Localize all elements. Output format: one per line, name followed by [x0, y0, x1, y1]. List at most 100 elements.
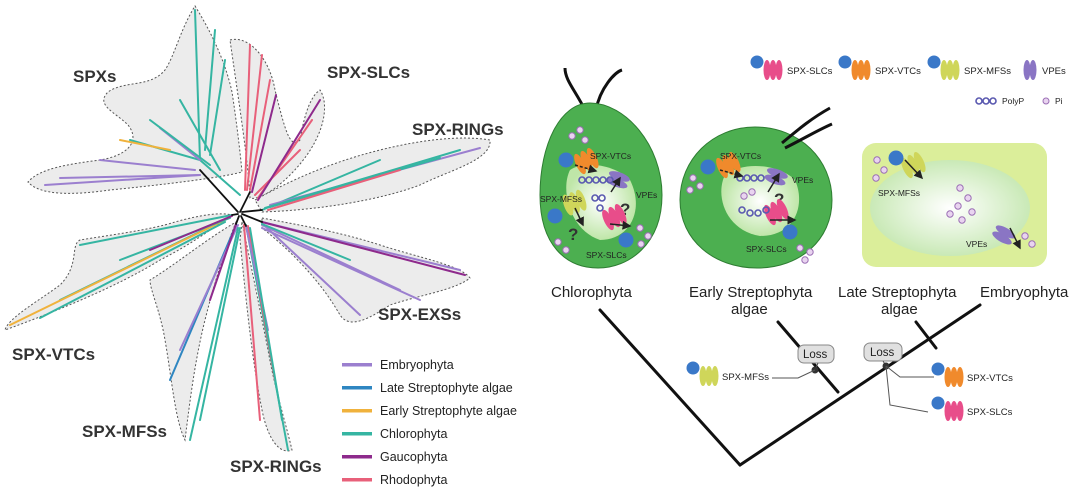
legend-swatch-rhodophyta	[342, 478, 372, 482]
branch	[79, 214, 233, 246]
spx-domain	[888, 150, 904, 166]
clade-label-spx-rings-top: SPX-RINGs	[412, 120, 504, 139]
branch	[261, 221, 466, 276]
species-tree	[598, 303, 982, 467]
spx-domain	[931, 396, 945, 410]
clade-label-spx-exss: SPX-EXSs	[378, 305, 461, 324]
branch	[257, 99, 321, 201]
arrow	[610, 176, 621, 193]
polyp-chain	[578, 176, 614, 212]
spx-domain	[931, 362, 945, 376]
key-label-vtc: SPX-VTCs	[875, 66, 921, 77]
backbone	[199, 169, 239, 213]
group-label-early: Early Streptophyta	[689, 284, 813, 301]
pi-dots	[872, 156, 1036, 248]
legend-item: Gaucophyta	[342, 450, 447, 464]
chlorophyta-cell: SPX-VTCs SPX-MFSs ? VPEs ? SPX-SLCs	[539, 67, 663, 269]
clade-label-spx-mfss: SPX-MFSs	[82, 422, 167, 441]
branch	[179, 99, 221, 171]
vpe-transporter	[992, 225, 1016, 245]
key-vpe: VPEs	[1023, 60, 1066, 80]
branch	[99, 159, 196, 171]
branch	[251, 94, 277, 193]
branch	[249, 227, 283, 421]
legend-item: Chlorophyta	[342, 427, 447, 441]
key-label-vpe: VPEs	[1042, 66, 1066, 77]
branch	[189, 227, 239, 441]
legend-item: Late Streptophyte algae	[342, 381, 513, 395]
loss-label: Loss	[870, 347, 895, 359]
legend-item: Rhodophyta	[342, 473, 447, 487]
label-mfs: SPX-MFSs	[878, 188, 920, 198]
branch	[209, 59, 226, 156]
vtc-transporter	[716, 151, 741, 179]
legend-item: Embryophyta	[342, 358, 454, 372]
key-label-polyp: PolyP	[1002, 96, 1025, 106]
key-label-mfs: SPX-MFSs	[964, 66, 1011, 77]
clade-label-spxs: SPXs	[73, 67, 116, 86]
loss2-item-vtc: SPX-VTCs	[967, 373, 1013, 384]
legend-label: Late Streptophyte algae	[380, 381, 513, 395]
branch	[261, 227, 421, 301]
legend-label: Early Streptophyte algae	[380, 404, 517, 418]
arrow	[1009, 227, 1021, 250]
arrow	[609, 220, 632, 230]
backbone	[235, 215, 240, 225]
hull-spx-exss	[261, 217, 471, 323]
key-slc: SPX-SLCs	[750, 55, 833, 80]
mfs-transporter	[562, 189, 587, 216]
label-vpe: VPEs	[966, 239, 987, 249]
branch	[264, 149, 461, 209]
legend-label: Rhodophyta	[380, 473, 447, 487]
spx-domain	[700, 159, 716, 175]
hull-spx-rings-bottom	[239, 221, 293, 452]
early-streptophyta-cell: SPX-VTCs VPEs ? SPX-SLCs	[679, 106, 833, 269]
clade-label-spx-vtcs: SPX-VTCs	[12, 345, 95, 364]
arrow	[719, 169, 744, 179]
group-label-early-2: algae	[731, 301, 768, 318]
label-vpe: VPEs	[792, 175, 813, 185]
loss-label: Loss	[803, 349, 828, 361]
pi-dots	[686, 174, 814, 264]
loss-2: Loss SPX-VTCs SPX-SLCs	[863, 342, 1013, 421]
tree-branches	[9, 9, 481, 451]
backbone	[239, 191, 251, 213]
legend-swatch-gaucophyta	[342, 455, 372, 459]
loss2-item-slc: SPX-SLCs	[967, 407, 1013, 418]
key-label-pi: Pi	[1055, 96, 1063, 106]
backbone	[241, 213, 263, 223]
legend-swatch-chlorophyta	[342, 432, 372, 436]
branch	[267, 169, 401, 211]
phylogenetic-tree: SPXs SPX-SLCs SPX-RINGs SPX-EXSs SPX-VTC…	[4, 5, 517, 487]
branch	[199, 227, 241, 421]
tree-legend: Embryophyta Late Streptophyte algae Earl…	[342, 358, 517, 487]
spx-domain	[618, 232, 634, 248]
loss1-item: SPX-MFSs	[722, 372, 769, 383]
branch	[249, 79, 271, 191]
loss-1: Loss SPX-MFSs	[686, 344, 835, 386]
branch	[39, 221, 226, 319]
group-label-embryophyta: Embryophyta	[980, 284, 1069, 301]
label-vtc: SPX-VTCs	[590, 151, 631, 161]
spx-domain	[547, 208, 563, 224]
key-mfs: SPX-MFSs	[927, 55, 1011, 80]
backbone	[241, 209, 263, 213]
label-vtc: SPX-VTCs	[720, 151, 761, 161]
key-polyp: PolyP	[975, 96, 1025, 106]
branch	[246, 54, 263, 191]
legend-swatch-early-streptophyte	[342, 409, 372, 413]
branch	[204, 29, 216, 151]
group-label-late-2: algae	[881, 301, 918, 318]
legend-swatch-late-streptophyte	[342, 386, 372, 390]
branch	[254, 149, 301, 196]
key-vtc: SPX-VTCs	[838, 55, 921, 80]
legend-swatch-embryophyta	[342, 363, 372, 367]
arrow	[904, 159, 924, 180]
backbone	[240, 215, 247, 227]
legend-label: Embryophyta	[380, 358, 454, 372]
vacuole	[870, 160, 1030, 256]
branch	[243, 224, 261, 421]
branch	[149, 215, 233, 251]
branch	[209, 223, 237, 301]
question-mark: ?	[620, 200, 630, 219]
